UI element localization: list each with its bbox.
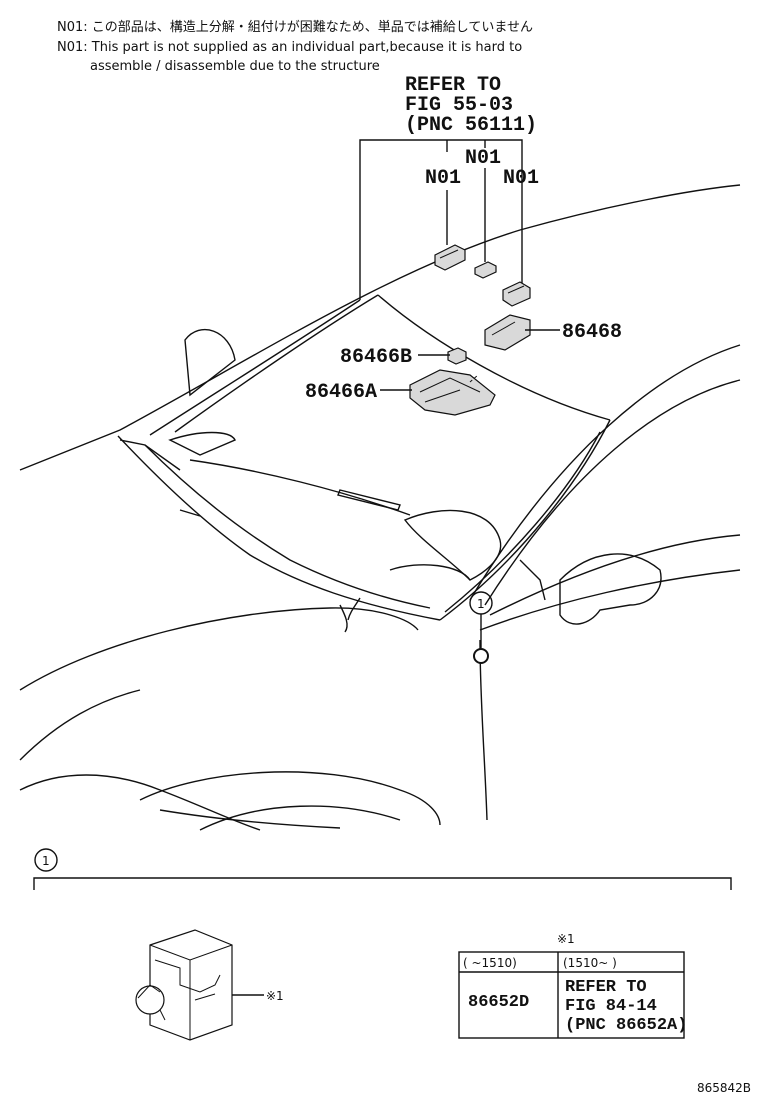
table-col2-line1: REFER TO xyxy=(565,978,647,997)
refer-line1: REFER TO xyxy=(405,74,501,97)
label-86468: 86468 xyxy=(562,321,622,344)
table-col2-line2: FIG 84-14 xyxy=(565,997,657,1016)
callout-target xyxy=(473,648,489,664)
detail-circle xyxy=(34,848,58,872)
detail-number: 1 xyxy=(42,854,50,868)
vehicle-body-outline xyxy=(19,184,741,831)
part-86466B-shape xyxy=(447,347,467,365)
n01-label-right: N01 xyxy=(503,167,539,190)
refer-line3: (PNC 56111) xyxy=(405,114,537,137)
clip-right-part xyxy=(502,281,531,307)
note-english-line1: N01: This part is not supplied as an ind… xyxy=(57,40,523,55)
figure-code: 865842B xyxy=(697,1081,751,1095)
table-col2-line3: (PNC 86652A) xyxy=(565,1016,687,1035)
refer-line2: FIG 55-03 xyxy=(405,94,513,117)
reference-table xyxy=(458,951,685,1039)
part-86468-shape xyxy=(484,314,531,351)
refer-bracket xyxy=(359,139,523,300)
table-col1-header: ( ~1510) xyxy=(463,956,517,970)
note-japanese: N01: この部品は、構造上分解・組付けが困難なため、単品では補給していません xyxy=(57,20,533,35)
label-86466A: 86466A xyxy=(305,381,377,404)
clip-middle-part xyxy=(474,261,497,279)
note-english-line2: assemble / disassemble due to the struct… xyxy=(90,59,380,74)
table-col2-header: (1510~ ) xyxy=(563,956,617,970)
n01-label-top: N01 xyxy=(465,147,501,170)
camera-part-shape xyxy=(135,929,233,1041)
label-86466B: 86466B xyxy=(340,346,412,369)
clip-left-part xyxy=(434,244,466,271)
part-86466A-shape xyxy=(409,369,496,416)
callout-number: 1 xyxy=(477,597,485,611)
n01-label-left: N01 xyxy=(425,167,461,190)
camera-marker: ※1 xyxy=(266,989,284,1003)
detail-bracket xyxy=(33,877,732,890)
table-col1-value: 86652D xyxy=(468,993,529,1012)
table-marker: ※1 xyxy=(557,932,575,946)
